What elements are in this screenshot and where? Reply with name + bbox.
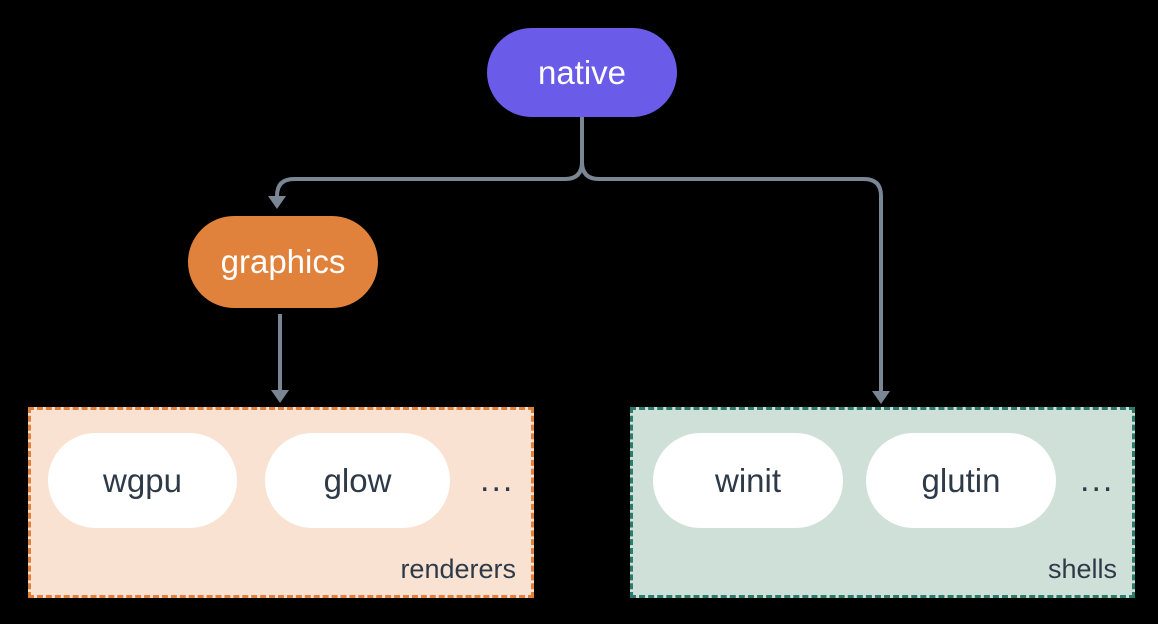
node-native: native [487, 28, 677, 117]
arrowhead-shells-icon [872, 391, 890, 404]
shells-group-label: shells [1047, 554, 1117, 584]
renderers-ellipsis: ... [480, 461, 515, 499]
node-glow: glow [265, 433, 450, 528]
node-glutin: glutin [866, 433, 1056, 528]
node-wgpu: wgpu [48, 433, 237, 528]
renderers-group-label: renderers [400, 554, 516, 584]
node-winit: winit [653, 433, 843, 528]
node-graphics: graphics [188, 216, 378, 308]
shells-ellipsis: ... [1080, 461, 1115, 499]
arrowhead-renderers-icon [271, 390, 289, 403]
arrowhead-graphics-icon [268, 196, 286, 209]
edge-native-to-graphics [275, 117, 584, 198]
edge-native-to-shells [580, 117, 883, 392]
group-renderers: wgpu glow ... renderers [28, 407, 534, 598]
group-shells: winit glutin ... shells [630, 407, 1135, 598]
